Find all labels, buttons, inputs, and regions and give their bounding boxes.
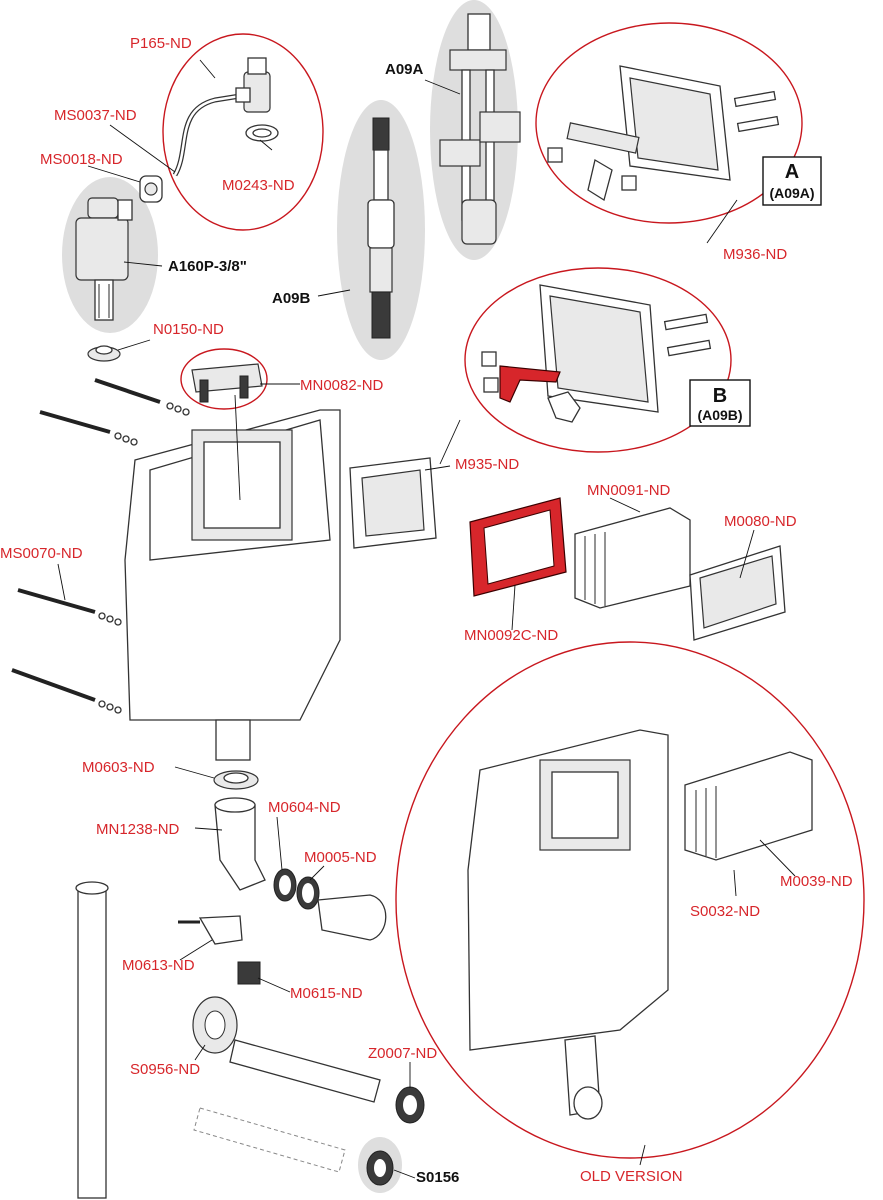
box-a: A (A09A) <box>762 156 822 206</box>
mn0082-bracket-part <box>191 363 263 403</box>
m0080-plate-part <box>689 545 786 641</box>
mn0091-box-part <box>574 507 691 609</box>
mn0082-ring <box>180 348 268 410</box>
ms0018-clip-part <box>139 175 163 203</box>
label-s0156: S0156 <box>416 1169 459 1186</box>
label-m0604: M0604-ND <box>268 799 341 816</box>
m0603-ring-part <box>213 770 259 790</box>
m0039-box-part <box>684 751 813 861</box>
old-version-cistern <box>467 729 669 1120</box>
m935-kit-part <box>481 284 712 423</box>
anchor-screws-top <box>39 378 190 446</box>
label-z0007: Z0007-ND <box>368 1045 437 1062</box>
p165-hose-part <box>172 57 279 177</box>
label-ms0070: MS0070-ND <box>0 545 83 562</box>
label-m935: M935-ND <box>455 456 519 473</box>
box-a-letter: A <box>785 161 799 183</box>
label-old-version: OLD VERSION <box>580 1168 683 1185</box>
label-ms0018: MS0018-ND <box>40 151 123 168</box>
label-a160p: A160P-3/8" <box>168 258 247 275</box>
label-m936: M936-ND <box>723 246 787 263</box>
m0005-ring-part <box>296 876 320 910</box>
box-b-letter: B <box>713 385 727 407</box>
a09a-flush-valve <box>439 13 521 245</box>
m935-plate-part <box>349 457 437 549</box>
a09a-group-ring <box>535 22 803 224</box>
box-a-code: (A09A) <box>769 185 814 201</box>
anchor-screws-ms0070 <box>11 588 122 714</box>
label-m0613: M0613-ND <box>122 957 195 974</box>
label-n0150: N0150-ND <box>153 321 224 338</box>
label-a09b: A09B <box>272 290 311 307</box>
n0150-part <box>87 345 121 362</box>
cistern-main-part <box>124 409 341 761</box>
flush-pipe-part <box>193 1039 381 1173</box>
label-a09a: A09A <box>385 61 424 78</box>
label-mn0082: MN0082-ND <box>300 377 384 394</box>
label-s0956: S0956-ND <box>130 1061 200 1078</box>
m0604-ring-part <box>273 868 297 902</box>
a160p-fill-valve <box>75 197 133 321</box>
label-m0243: M0243-ND <box>222 177 295 194</box>
label-mn1238: MN1238-ND <box>96 821 180 838</box>
mn0092c-frame-part <box>469 497 567 597</box>
label-m0603: M0603-ND <box>82 759 155 776</box>
label-m0080: M0080-ND <box>724 513 797 530</box>
box-b-code: (A09B) <box>697 407 742 423</box>
box-b: B (A09B) <box>689 379 751 427</box>
p165-group-ring <box>162 33 324 231</box>
m0615-clip-part <box>237 961 261 985</box>
z0007-seal-part <box>395 1086 425 1124</box>
m935-red-lever <box>499 365 561 403</box>
label-m0615: M0615-ND <box>290 985 363 1002</box>
label-p165: P165-ND <box>130 35 192 52</box>
label-mn0091: MN0091-ND <box>587 482 671 499</box>
s0156-seal-part <box>366 1150 394 1186</box>
leader-lines <box>57 59 796 1179</box>
label-m0039: M0039-ND <box>780 873 853 890</box>
m936-frame-part <box>547 65 780 202</box>
a09b-flush-valve <box>367 117 395 339</box>
pipe-part <box>75 881 109 1199</box>
cap-part <box>317 894 387 941</box>
m0613-bracket-part <box>178 915 243 945</box>
label-mn0092c: MN0092C-ND <box>464 627 558 644</box>
label-s0032: S0032-ND <box>690 903 760 920</box>
old-version-ring <box>395 641 865 1159</box>
label-ms0037: MS0037-ND <box>54 107 137 124</box>
label-m0005: M0005-ND <box>304 849 377 866</box>
s0956-rosette-part <box>192 996 238 1054</box>
a09b-group-ring <box>464 267 732 453</box>
mn1238-elbow-part <box>214 797 266 891</box>
